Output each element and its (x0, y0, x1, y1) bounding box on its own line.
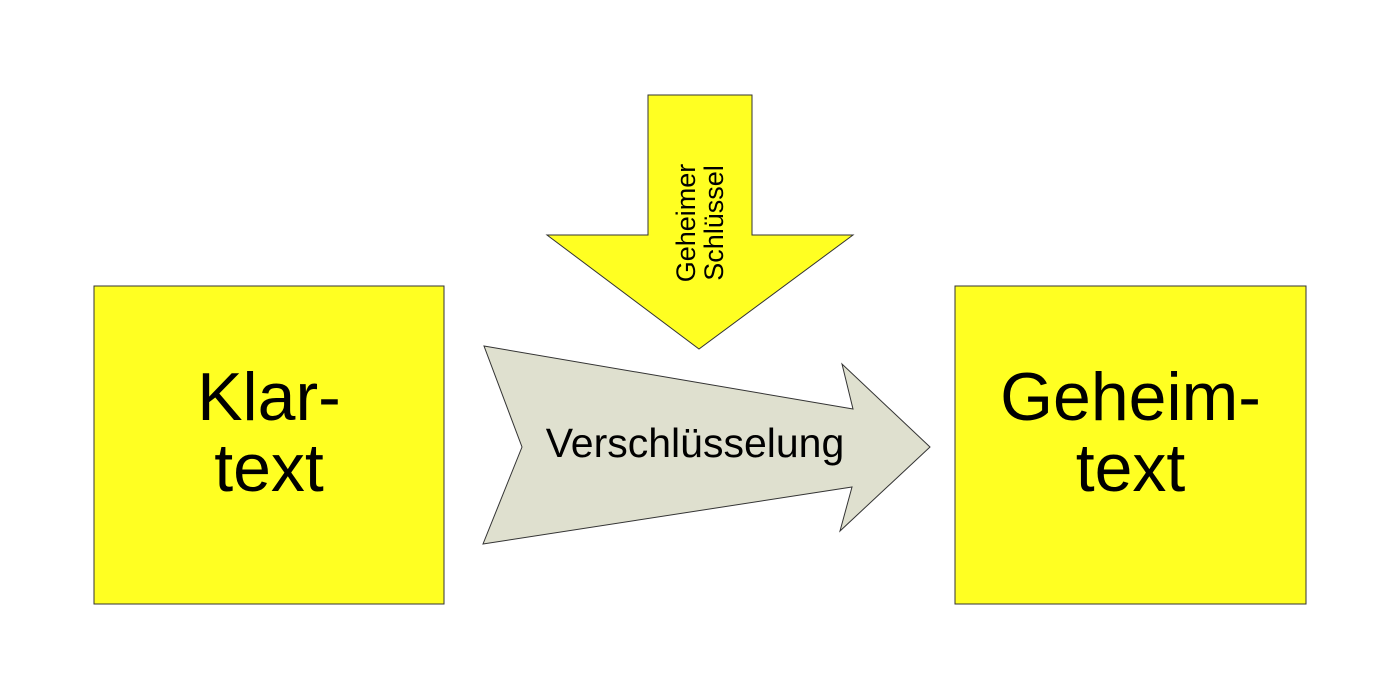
ciphertext-line2: text (1075, 430, 1186, 507)
key-arrow-down (545, 94, 855, 350)
plaintext-line1: Klar- (197, 359, 341, 435)
encryption-arrow-right (482, 345, 931, 545)
ciphertext-box (954, 285, 1307, 605)
key-line1: Geheimer (671, 163, 701, 283)
plaintext-box (93, 285, 445, 605)
ciphertext-label: Geheim- text (955, 359, 1306, 507)
key-label: Geheimer Schlüssel (671, 153, 730, 293)
encryption-label: Verschlüsselung (545, 420, 845, 466)
plaintext-line2: text (214, 430, 324, 507)
ciphertext-line1: Geheim- (1000, 359, 1261, 435)
plaintext-label: Klar- text (94, 359, 444, 507)
key-line2: Schlüssel (699, 165, 730, 281)
